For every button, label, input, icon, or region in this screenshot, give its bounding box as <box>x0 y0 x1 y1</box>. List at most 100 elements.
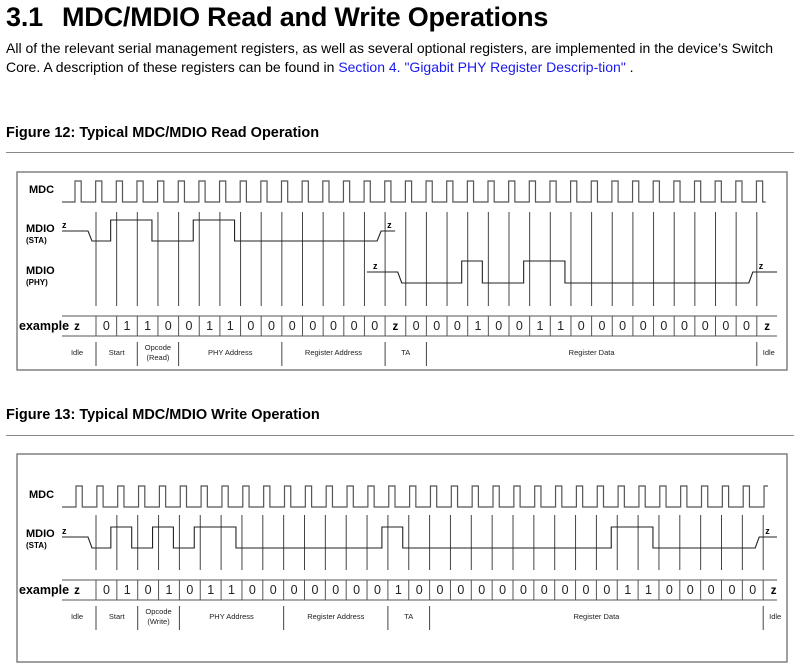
example-bit: z <box>74 585 80 597</box>
mdio-sta-sublabel: (STA) <box>26 236 47 245</box>
example-bit: 1 <box>207 583 214 597</box>
example-bit: 0 <box>145 583 152 597</box>
field-label: TA <box>404 612 413 621</box>
figure-13-caption: Figure 13: Typical MDC/MDIO Write Operat… <box>6 407 320 423</box>
example-bit: 0 <box>186 583 193 597</box>
mdc-clock-waveform <box>62 180 766 203</box>
mdio-sta-sublabel: (STA) <box>26 541 47 550</box>
example-bit: 1 <box>536 319 543 333</box>
example-label: example <box>19 583 69 597</box>
example-label: example <box>19 319 69 333</box>
field-label: (Read) <box>146 353 169 362</box>
example-bit: 1 <box>228 583 235 597</box>
field-label: Register Address <box>307 612 364 621</box>
figure-13-title: Typical MDC/MDIO Write Operation <box>79 407 320 423</box>
example-bit: 0 <box>289 319 296 333</box>
figure-12-caption: Figure 12: Typical MDC/MDIO Read Operati… <box>6 125 319 141</box>
section-title: MDC/MDIO Read and Write Operations <box>62 2 549 32</box>
mdio-phy-label: MDIO <box>26 265 55 277</box>
example-bit: 0 <box>598 319 605 333</box>
example-bit: z <box>74 321 80 333</box>
mdc-label: MDC <box>29 184 54 196</box>
example-bit: 0 <box>702 319 709 333</box>
example-bit: 0 <box>660 319 667 333</box>
mdc-clock-waveform <box>62 485 769 508</box>
field-label: Register Address <box>305 348 362 357</box>
example-bit: 0 <box>478 583 485 597</box>
example-bit: 1 <box>645 583 652 597</box>
example-bit: 0 <box>353 583 360 597</box>
field-label: Idle <box>71 348 83 357</box>
mdio-sta-label: MDIO <box>26 223 55 235</box>
example-bit: 0 <box>499 583 506 597</box>
example-bit: 1 <box>227 319 234 333</box>
example-bit: 0 <box>185 319 192 333</box>
section-number: 3.1 <box>6 2 43 32</box>
mdc-label: MDC <box>29 489 54 501</box>
z-marker: z <box>62 526 67 536</box>
example-bit: 0 <box>619 319 626 333</box>
example-bit: 0 <box>603 583 610 597</box>
field-label: Register Data <box>573 612 620 621</box>
sta-waveform <box>62 219 396 242</box>
example-bit: 0 <box>416 583 423 597</box>
example-bit: 0 <box>249 583 256 597</box>
z-marker: z <box>373 261 378 271</box>
z-marker: z <box>765 526 770 536</box>
example-bit: 0 <box>681 319 688 333</box>
example-bit: 1 <box>624 583 631 597</box>
example-bit: 0 <box>728 583 735 597</box>
example-bit: z <box>771 585 777 597</box>
example-bit: 0 <box>495 319 502 333</box>
example-bit: 1 <box>165 583 172 597</box>
example-bit: 0 <box>433 319 440 333</box>
paragraph-text: All of the relevant serial management re… <box>6 40 773 75</box>
example-bit: 1 <box>557 319 564 333</box>
mdio-phy-sublabel: (PHY) <box>26 278 48 287</box>
example-bit: 0 <box>165 319 172 333</box>
example-bit: 0 <box>687 583 694 597</box>
example-bit: 1 <box>475 319 482 333</box>
example-bit: 0 <box>457 583 464 597</box>
diagram-frame <box>16 453 788 663</box>
example-bit: 0 <box>582 583 589 597</box>
example-bit: 0 <box>270 583 277 597</box>
example-bit: 0 <box>247 319 254 333</box>
phy-waveform <box>367 260 777 284</box>
section-heading: 3.1 MDC/MDIO Read and Write Operations <box>6 2 548 33</box>
field-label: Start <box>109 612 126 621</box>
example-bit: 0 <box>562 583 569 597</box>
z-marker: z <box>62 220 67 230</box>
z-marker: z <box>759 261 764 271</box>
figure-13-label: Figure 13: <box>6 407 76 423</box>
example-bit: 0 <box>454 319 461 333</box>
example-bit: 0 <box>330 319 337 333</box>
section-4-link[interactable]: Section 4. "Gigabit PHY Register Descrip… <box>338 59 626 75</box>
example-bit: 0 <box>708 583 715 597</box>
example-bit: 0 <box>437 583 444 597</box>
example-bit: 0 <box>374 583 381 597</box>
field-label: Opcode <box>145 607 171 616</box>
field-label: TA <box>401 348 410 357</box>
example-bit: 0 <box>291 583 298 597</box>
field-label: Idle <box>769 612 781 621</box>
diagram-frame <box>16 171 788 371</box>
example-bit: 1 <box>395 583 402 597</box>
example-bit: z <box>764 321 770 333</box>
field-label: Start <box>109 348 126 357</box>
field-label: (Write) <box>147 617 170 626</box>
field-label: Idle <box>71 612 83 621</box>
example-bit: 0 <box>309 319 316 333</box>
mdio-sta-label: MDIO <box>26 528 55 540</box>
example-bit: 0 <box>578 319 585 333</box>
example-bit: 0 <box>666 583 673 597</box>
example-bit: 0 <box>722 319 729 333</box>
example-bit: 0 <box>749 583 756 597</box>
example-bit: z <box>393 321 399 333</box>
example-bit: 0 <box>516 319 523 333</box>
intro-paragraph: All of the relevant serial management re… <box>6 39 796 77</box>
figure-12-title: Typical MDC/MDIO Read Operation <box>79 125 320 141</box>
example-bit: 0 <box>268 319 275 333</box>
